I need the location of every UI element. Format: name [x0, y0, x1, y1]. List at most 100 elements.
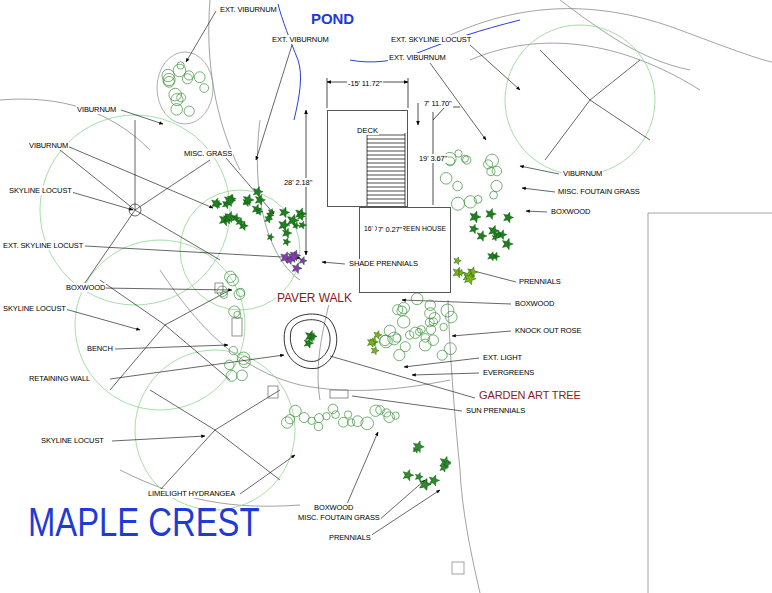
shrub-symbol: [393, 305, 403, 315]
shrub-symbol: [344, 411, 351, 418]
water-label: POND: [310, 10, 355, 28]
deck-stairs: [367, 133, 405, 206]
plant-callout: 7' 0.27": [377, 225, 403, 234]
plant-callout: 7' 11.70": [423, 99, 453, 108]
grass-symbol: [470, 211, 481, 223]
plant-callout: BOXWOOD: [313, 503, 354, 512]
shrub-symbol: [397, 316, 409, 328]
grass-symbol: [374, 331, 382, 339]
dimension-lines: [306, 78, 460, 255]
grass-symbol: [454, 257, 461, 265]
grass-symbol: [470, 224, 479, 234]
retaining-wall: [284, 314, 337, 369]
planting-symbols: [162, 62, 514, 491]
shrub-symbol: [347, 419, 354, 426]
shrub-symbol: [487, 167, 495, 175]
shrub-symbol: [380, 335, 390, 345]
grass-symbol: [268, 209, 275, 216]
shrub-symbol: [315, 414, 324, 423]
plant-callout: BOXWOOD: [514, 299, 555, 308]
shrub-symbol: [182, 74, 192, 84]
deck-outline: DECK: [327, 110, 408, 207]
shrub-symbol: [440, 323, 447, 330]
shrub-symbol: [441, 304, 454, 317]
shrub-symbol: [194, 72, 205, 83]
tree-canopies: [40, 25, 655, 510]
plant-callout: SHADE PRENNIALS: [348, 259, 419, 268]
shrub-symbol: [237, 288, 245, 296]
grass-symbol: [280, 207, 290, 218]
shrub-symbol: [281, 417, 292, 428]
plant-callout: VIBURNUM: [76, 105, 117, 114]
shrub-symbol: [229, 306, 240, 317]
plant-callout: VIBURNUM: [28, 141, 69, 150]
grass-symbol: [283, 238, 291, 246]
grass-symbol: [420, 479, 431, 491]
plant-callout: KNOCK OUT ROSE: [514, 326, 582, 335]
shrub-symbol: [419, 339, 431, 351]
plant-callout: MISC. GRASS: [183, 149, 233, 158]
shrub-symbol: [394, 349, 405, 360]
grass-symbol: [488, 252, 497, 261]
shrub-symbol: [332, 411, 340, 419]
pond-edge: [278, 4, 520, 120]
plant-callout: EXT. SKYLINE LOCUST: [2, 241, 84, 250]
leader-lines: [65, 11, 559, 536]
grass-symbol: [444, 460, 452, 468]
shrub-symbol: [440, 173, 452, 185]
node-label: 16' X 16' SCREEN HOUSE: [363, 224, 447, 233]
grass-symbol: [299, 221, 307, 229]
grass-symbol: [310, 333, 317, 341]
plant-callout: VIBURNUM: [562, 169, 603, 178]
plant-callout: 28' 2.18": [283, 178, 313, 187]
plant-callout: LIMELIGHT HYDRANGEA: [147, 489, 236, 498]
shrub-symbol: [299, 413, 309, 423]
grass-symbol: [504, 212, 514, 223]
shrub-symbol: [227, 274, 239, 286]
perennial-symbol: [299, 257, 307, 265]
grass-symbol: [413, 441, 424, 453]
grass-symbol: [225, 211, 236, 222]
grass-symbol: [236, 218, 244, 227]
grass-symbol: [464, 273, 476, 285]
shrub-symbol: [398, 302, 409, 313]
plant-callout: RETAINING WALL: [28, 374, 91, 383]
grass-symbol: [458, 269, 465, 276]
grass-symbol: [296, 208, 307, 220]
grass-symbol: [502, 238, 513, 249]
plant-callout: SKYLINE LOCUST: [2, 304, 67, 313]
grass-symbol: [371, 347, 379, 355]
plant-callout: PRENNIALS: [518, 277, 562, 286]
shrub-symbol: [411, 293, 423, 305]
shrub-symbol: [453, 181, 462, 190]
shrub-symbol: [225, 271, 236, 282]
plant-callout: 19' 3.67": [418, 154, 448, 163]
plant-callout: MISC. FOUTAIN GRASS: [297, 513, 381, 522]
shrub-symbol: [455, 150, 462, 157]
plant-callout: BOXWOOD: [550, 207, 591, 216]
tree-trunks: [60, 50, 650, 490]
shrub-symbol: [184, 106, 194, 116]
plant-callout: SKYLINE LOCUST: [40, 436, 105, 445]
grass-symbol: [368, 338, 377, 348]
plant-callout: EXT. VIBURNUM: [219, 5, 278, 14]
shrub-symbol: [229, 346, 237, 354]
grass-symbol: [420, 479, 431, 490]
grass-symbol: [453, 267, 464, 278]
shrub-symbol: [415, 328, 422, 335]
shrub-symbol: [376, 406, 385, 415]
shrub-symbol: [380, 335, 393, 348]
grass-symbol: [298, 212, 306, 220]
plant-callout: EXT. LIGHT: [482, 353, 523, 362]
grass-symbol: [306, 330, 317, 342]
shrub-symbol: [491, 180, 502, 191]
node-text-wrap: 16' X 16' SCREEN HOUSE: [360, 217, 450, 235]
shrub-symbol: [486, 154, 499, 167]
plant-callout: -15' 11.72": [347, 79, 383, 88]
shrub-symbol: [463, 156, 471, 164]
shrub-symbol: [425, 308, 436, 319]
shrub-symbol: [429, 318, 437, 326]
grass-symbol: [224, 195, 235, 207]
plant-callout: EXT. SKYLINE LOCUST: [390, 35, 472, 44]
